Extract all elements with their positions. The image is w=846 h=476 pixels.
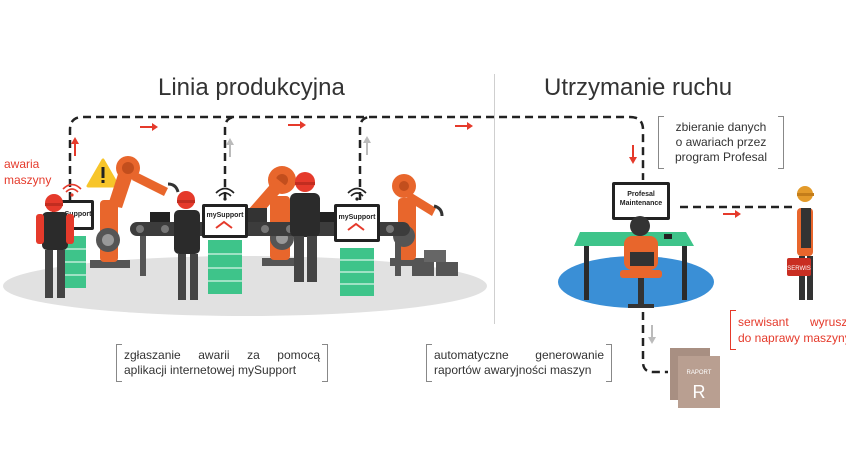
wifi-icon — [215, 187, 235, 197]
screen-label-mysupport: mySupport — [339, 214, 377, 221]
arrow-icon — [455, 122, 473, 130]
screen-label-mysupport: mySupport — [207, 212, 245, 219]
maintenance-station: Profesal Maintenance — [558, 182, 714, 308]
report-documents: RAPORT R — [670, 348, 720, 408]
workstation-2: mySupport — [202, 187, 248, 294]
arrow-down-icon — [648, 325, 656, 344]
wifi-icon — [62, 183, 82, 193]
screen-label-maintenance: Maintenance — [620, 200, 663, 207]
flow-dashed-line — [68, 115, 795, 374]
wifi-icon — [347, 187, 367, 197]
gray-arrows — [226, 136, 656, 344]
arrow-down-icon — [629, 145, 637, 164]
screen-label-profesal: Profesal — [627, 191, 655, 198]
title-production-line: Linia produkcyjna — [158, 74, 345, 101]
note-failure-reporting: zgłaszanie awarii za pomocą aplikacji in… — [116, 344, 328, 382]
arrow-icon — [723, 210, 741, 218]
operator — [620, 216, 662, 308]
worker-2 — [174, 191, 200, 300]
crates — [412, 250, 458, 276]
title-maintenance: Utrzymanie ruchu — [544, 74, 733, 101]
worker-1 — [36, 194, 74, 298]
note-awaria: awaria maszyny — [4, 157, 52, 187]
service-technician: SERWIS — [787, 186, 814, 300]
note-data-collection: zbieranie danych o awariach przez progra… — [658, 116, 784, 169]
robot-arm-1 — [90, 156, 180, 268]
worker-3 — [290, 172, 320, 282]
service-case-label: SERWIS — [787, 266, 811, 272]
arrow-up-icon — [226, 138, 234, 157]
note-technician: serwisant wyrusza do naprawy maszyny — [730, 310, 846, 350]
report-label: RAPORT — [687, 370, 712, 376]
report-letter: R — [693, 382, 706, 402]
workstation-3: mySupport — [334, 187, 380, 296]
screen-label-mysupport: mySupport — [55, 211, 93, 218]
section-divider — [494, 74, 495, 324]
flow-arrows — [71, 121, 741, 218]
warning-icon — [86, 158, 120, 188]
note-auto-reports: automatyczne generowanie raportów awaryj… — [426, 344, 612, 382]
arrow-icon — [140, 123, 158, 131]
arrow-icon — [288, 121, 306, 129]
arrow-up-icon — [363, 136, 371, 155]
arrow-up-icon — [71, 137, 79, 156]
